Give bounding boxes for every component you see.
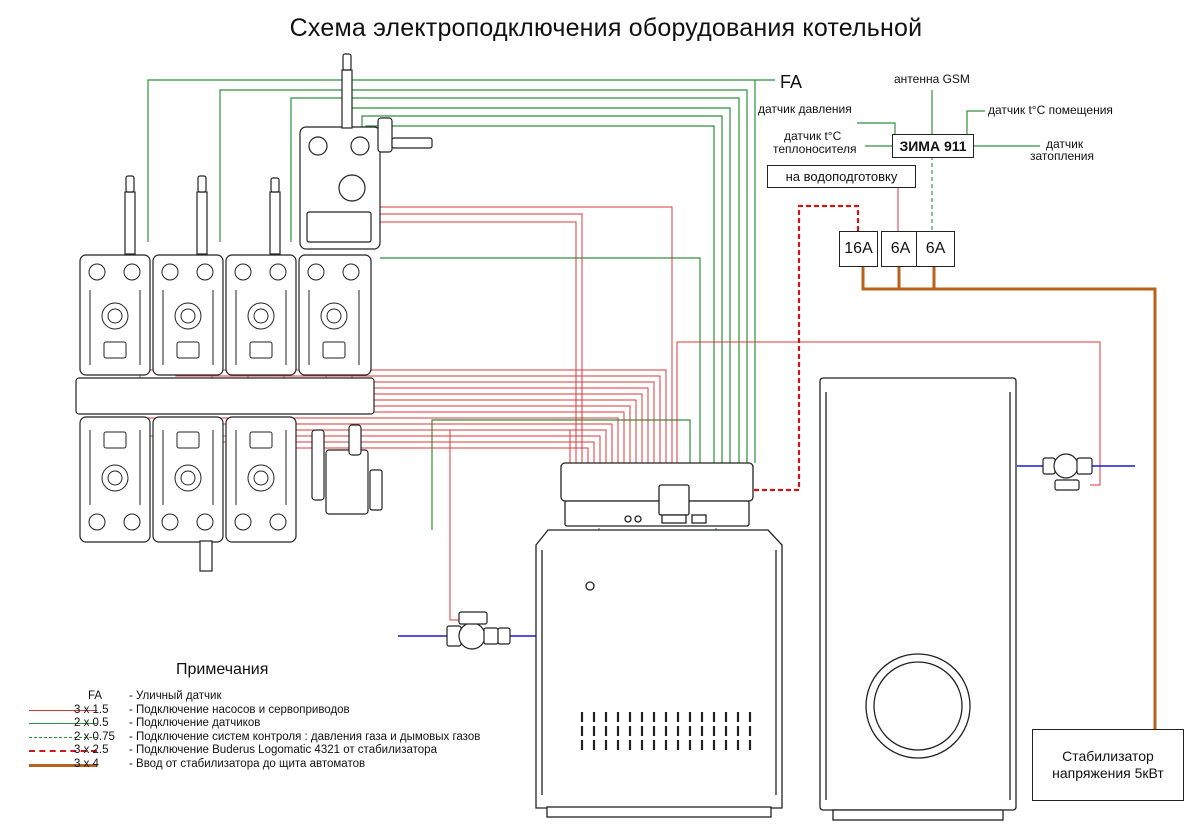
note-description: - Уличный датчик bbox=[129, 690, 222, 702]
pipes bbox=[398, 465, 1135, 637]
note-description: - Ввод от стабилизатора до щита автомато… bbox=[129, 758, 366, 770]
note-description: - Подключение датчиков bbox=[129, 717, 261, 730]
fuse-6a-2: 6A bbox=[916, 231, 955, 267]
mixing-valve-icon bbox=[103, 431, 127, 449]
note-line-sample bbox=[29, 736, 97, 738]
thermometer-gauge-icon bbox=[269, 263, 287, 281]
thermometer-gauge-icon bbox=[88, 513, 106, 531]
thermometer-gauge-icon bbox=[123, 513, 141, 531]
water-treatment-box: на водоподготовку bbox=[767, 165, 916, 188]
diagram-title: Схема электроподключения оборудования ко… bbox=[289, 14, 923, 42]
note-code: 3 x 1.5 bbox=[74, 703, 109, 716]
thermometer-gauge-icon bbox=[196, 513, 214, 531]
thermometer-gauge-icon bbox=[88, 263, 106, 281]
note-row: 3 x 4 - Ввод от стабилизатора до щита авт… bbox=[0, 758, 560, 772]
note-row: 3 x 1.5 - Подключение насосов и сервоприв… bbox=[0, 704, 560, 718]
pump-rotor-icon bbox=[180, 308, 196, 324]
stabilizer-feed-wire bbox=[861, 265, 1157, 729]
gsm-controller-box: ЗИМА 911 bbox=[892, 134, 974, 158]
boiler bbox=[535, 462, 783, 818]
mixing-valve-icon bbox=[249, 341, 273, 359]
room-temp-sensor-label: датчик t°C помещения bbox=[988, 103, 1113, 117]
boiler-pump bbox=[446, 611, 511, 650]
note-line-sample bbox=[29, 723, 97, 725]
outdoor-sensor-label: FA bbox=[780, 72, 803, 92]
mixing-valve-icon bbox=[249, 431, 273, 449]
note-code: FA bbox=[88, 690, 103, 702]
note-code: 3 x 2.5 bbox=[74, 744, 109, 757]
note-row: FA - Уличный датчик bbox=[0, 690, 560, 704]
thermometer-gauge-icon bbox=[234, 513, 252, 531]
thermometer-gauge-icon bbox=[161, 263, 179, 281]
gsm-antenna-label: антенна GSM bbox=[894, 72, 970, 86]
voltage-stabilizer-box: Стабилизатор напряжения 5кВт bbox=[1032, 729, 1184, 801]
thermometer-gauge-icon bbox=[196, 263, 214, 281]
fuse-6a-1: 6A bbox=[881, 231, 920, 267]
note-description: - Подключение Buderus Logomatic 4321 от … bbox=[129, 744, 437, 757]
thermometer-gauge-icon bbox=[234, 263, 252, 281]
pump-rotor-icon bbox=[107, 470, 123, 486]
note-description: - Подключение насосов и сервоприводов bbox=[129, 703, 350, 716]
heating-modules bbox=[75, 53, 433, 572]
note-row: 2 x 0.75 - Подключение систем контроля : … bbox=[0, 731, 560, 745]
pump-rotor-icon bbox=[253, 470, 269, 486]
thermometer-gauge-icon bbox=[269, 513, 287, 531]
flood-sensor-label-2: затопления bbox=[1030, 149, 1094, 163]
thermometer-gauge-icon bbox=[123, 263, 141, 281]
module-gauges-pumps bbox=[88, 263, 360, 531]
note-code: 2 x 0.5 bbox=[74, 717, 109, 730]
note-line-sample bbox=[29, 709, 97, 711]
note-row: 3 x 2.5 - Подключение Buderus Logomatic 4… bbox=[0, 744, 560, 758]
fuse-16a: 16A bbox=[839, 231, 878, 267]
coolant-temp-sensor-label-1: датчик t°C bbox=[784, 129, 842, 143]
buderus-power-wire bbox=[752, 204, 860, 492]
tank-pump bbox=[1042, 453, 1093, 491]
hot-water-tank bbox=[819, 377, 1017, 821]
coolant-temp-sensor-label-2: теплоносителя bbox=[773, 142, 857, 156]
note-line-sample bbox=[29, 764, 97, 767]
pump-rotor-icon bbox=[180, 470, 196, 486]
mixing-valve-icon bbox=[176, 431, 200, 449]
note-line-sample bbox=[29, 750, 97, 753]
pump-rotor-icon bbox=[326, 308, 342, 324]
pump-rotor-icon bbox=[107, 308, 123, 324]
thermometer-gauge-icon bbox=[342, 263, 360, 281]
notes-title: Примечания bbox=[176, 661, 269, 678]
boiler-vents bbox=[580, 712, 752, 750]
pump-rotor-icon bbox=[253, 308, 269, 324]
note-description: - Подключение систем контроля : давления… bbox=[129, 730, 481, 743]
stabilizer-line-1: Стабилизатор bbox=[1062, 748, 1154, 764]
mixing-valve-icon bbox=[103, 341, 127, 359]
thermometer-gauge-icon bbox=[307, 263, 325, 281]
thermometer-gauge-icon bbox=[161, 513, 179, 531]
note-row: 2 x 0.5 - Подключение датчиков bbox=[0, 717, 560, 731]
note-code: 2 x 0.75 bbox=[74, 730, 115, 743]
flood-sensor-label-1: датчик bbox=[1046, 137, 1084, 151]
mixing-valve-icon bbox=[176, 341, 200, 359]
note-code: 3 x 4 bbox=[74, 758, 99, 770]
pressure-sensor-label: датчик давления bbox=[758, 102, 852, 116]
stabilizer-line-2: напряжения 5кВт bbox=[1052, 765, 1164, 781]
mixing-valve-icon bbox=[322, 341, 346, 359]
